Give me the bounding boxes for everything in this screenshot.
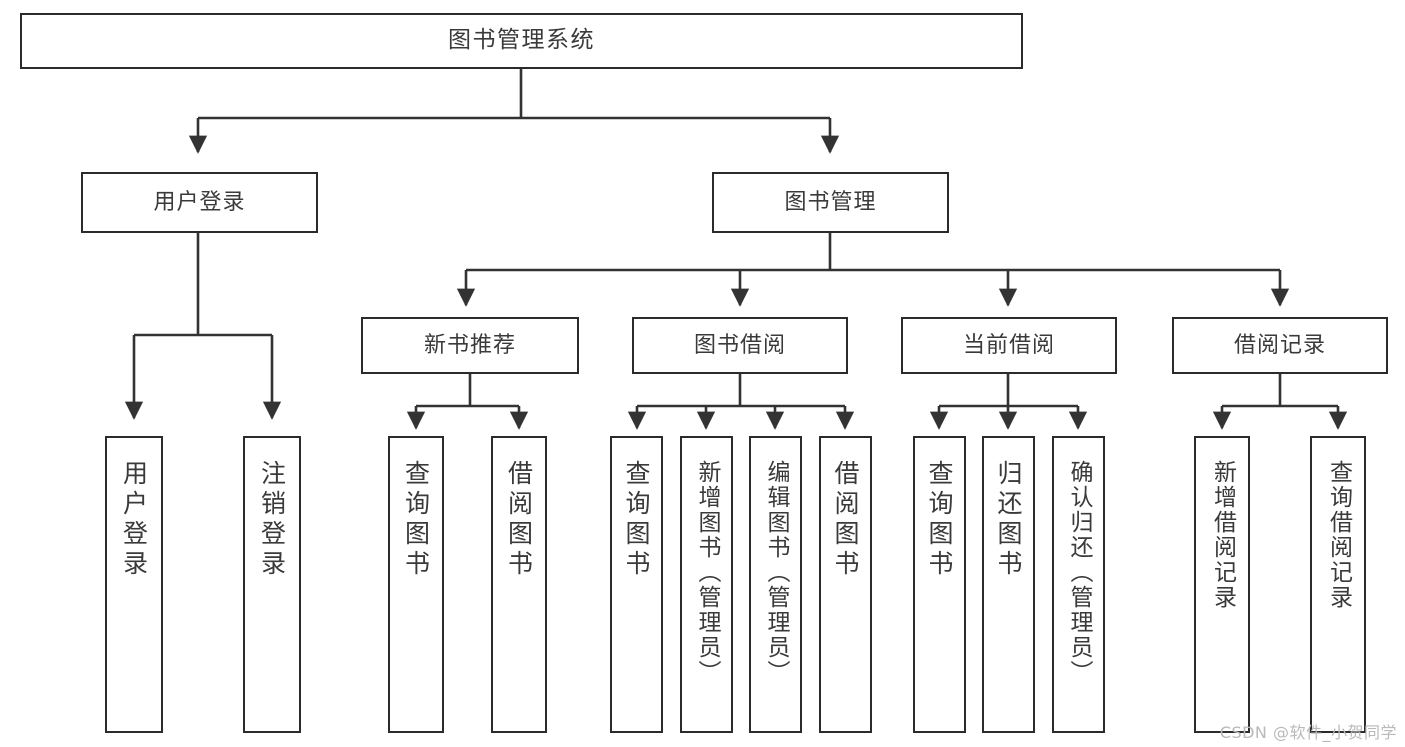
leaf-add-record[interactable]: 新增借阅记录 — [1194, 436, 1250, 733]
csdn-watermark: CSDN @软件_小贺同学 — [1219, 723, 1397, 742]
leaf-query-book-3[interactable]: 查询图书 — [913, 436, 966, 733]
node-label: 用户登录 — [153, 189, 246, 215]
leaf-borrow-book-1[interactable]: 借阅图书 — [491, 436, 547, 733]
node-current-borrow[interactable]: 当前借阅 — [901, 317, 1117, 374]
node-label: 新增图书（管理员） — [694, 460, 720, 685]
node-label: 图书管理 — [784, 189, 877, 215]
node-new-book-rec[interactable]: 新书推荐 — [361, 317, 579, 374]
node-root-system[interactable]: 图书管理系统 — [20, 13, 1023, 69]
node-label: 查询借阅记录 — [1325, 460, 1352, 610]
node-label: 查询图书 — [925, 460, 954, 580]
node-label: 借阅图书 — [831, 460, 860, 580]
node-book-borrow[interactable]: 图书借阅 — [632, 317, 848, 374]
node-borrow-record[interactable]: 借阅记录 — [1172, 317, 1388, 374]
node-label: 图书管理系统 — [448, 27, 595, 54]
node-label: 确认归还（管理员） — [1066, 460, 1092, 685]
node-label: 新书推荐 — [423, 332, 516, 358]
node-label: 编辑图书（管理员） — [763, 460, 789, 685]
leaf-confirm-return[interactable]: 确认归还（管理员） — [1052, 436, 1105, 733]
node-label: 图书借阅 — [693, 332, 786, 358]
node-label: 当前借阅 — [962, 332, 1055, 358]
node-label: 借阅记录 — [1233, 332, 1326, 358]
leaf-borrow-book-2[interactable]: 借阅图书 — [819, 436, 872, 733]
leaf-query-book-1[interactable]: 查询图书 — [388, 436, 444, 733]
node-label: 归还图书 — [994, 460, 1023, 580]
leaf-user-logout[interactable]: 注销登录 — [243, 436, 301, 733]
node-book-manage[interactable]: 图书管理 — [712, 172, 949, 233]
node-label: 用户登录 — [119, 460, 149, 580]
leaf-edit-book[interactable]: 编辑图书（管理员） — [749, 436, 802, 733]
node-label: 新增借阅记录 — [1209, 460, 1236, 610]
leaf-query-book-2[interactable]: 查询图书 — [610, 436, 663, 733]
leaf-add-book[interactable]: 新增图书（管理员） — [680, 436, 733, 733]
leaf-query-record[interactable]: 查询借阅记录 — [1310, 436, 1366, 733]
leaf-return-book[interactable]: 归还图书 — [982, 436, 1035, 733]
node-label: 借阅图书 — [504, 460, 534, 580]
node-label: 查询图书 — [622, 460, 651, 580]
node-user-login[interactable]: 用户登录 — [81, 172, 318, 233]
leaf-user-login[interactable]: 用户登录 — [105, 436, 163, 733]
node-label: 注销登录 — [257, 460, 287, 580]
node-label: 查询图书 — [401, 460, 431, 580]
